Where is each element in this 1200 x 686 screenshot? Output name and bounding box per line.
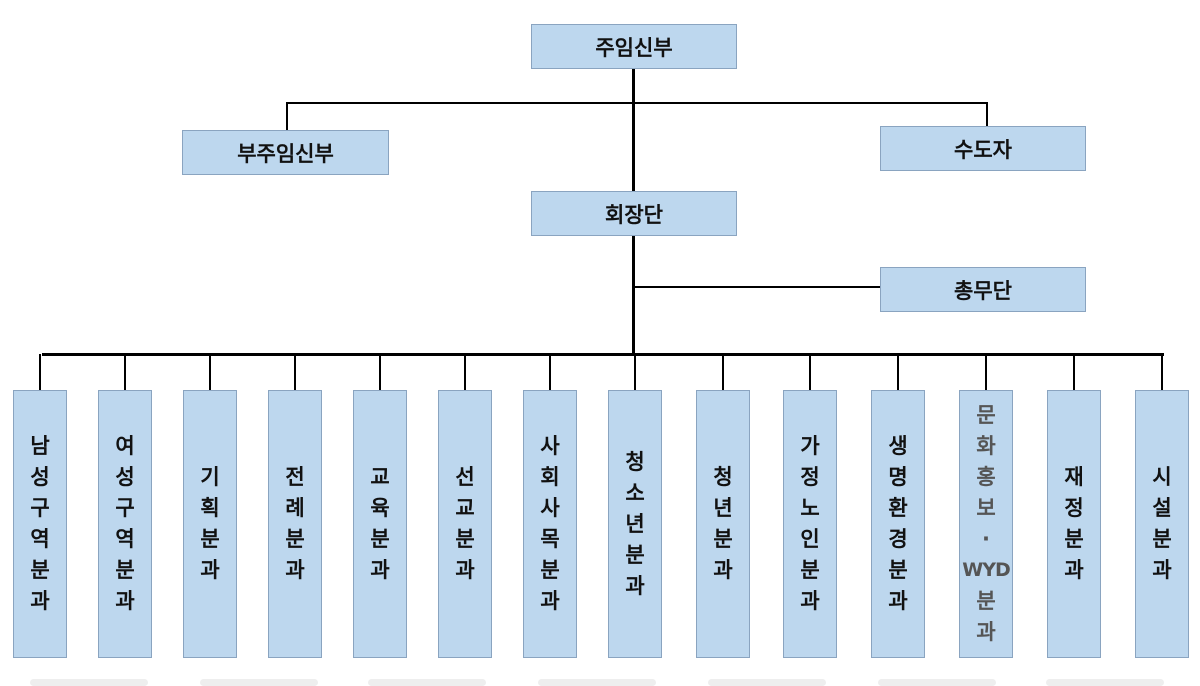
bottom-shadow xyxy=(538,679,656,686)
bottom-shadow xyxy=(200,679,318,686)
connector-department-drop xyxy=(897,354,899,390)
religious-box: 수도자 xyxy=(880,126,1086,171)
connector-department-drop xyxy=(124,354,126,390)
connector-department-drop xyxy=(634,354,636,390)
connector-department-drop xyxy=(39,354,41,390)
council-label: 회장단 xyxy=(605,202,663,227)
connector-council-to-bus xyxy=(632,235,635,355)
connector-department-drop xyxy=(549,354,551,390)
connector-department-drop xyxy=(1161,354,1163,390)
connector-head-to-council xyxy=(632,68,635,193)
connector-religious-drop xyxy=(986,102,988,127)
general-affairs-box: 총무단 xyxy=(880,267,1086,312)
bottom-shadow xyxy=(878,679,996,686)
connector-department-drop xyxy=(985,354,987,390)
assistant-priest-box: 부주임신부 xyxy=(182,130,389,175)
connector-department-bus xyxy=(42,353,1164,356)
bottom-shadow xyxy=(368,679,486,686)
bottom-shadow xyxy=(708,679,826,686)
connector-department-drop xyxy=(379,354,381,390)
connector-department-drop xyxy=(722,354,724,390)
bottom-shadow xyxy=(1046,679,1164,686)
connector-assistant-drop xyxy=(286,102,288,130)
religious-label: 수도자 xyxy=(954,137,1012,162)
bottom-shadow xyxy=(30,679,148,686)
connector-general-affairs xyxy=(633,286,881,288)
connector-top-horizontal xyxy=(286,102,988,104)
head-priest-label: 주임신부 xyxy=(595,35,673,60)
general-affairs-label: 총무단 xyxy=(954,278,1012,303)
assistant-priest-label: 부주임신부 xyxy=(237,141,334,166)
connector-department-drop xyxy=(464,354,466,390)
head-priest-box: 주임신부 xyxy=(531,24,737,69)
connector-department-drop xyxy=(294,354,296,390)
connector-department-drop xyxy=(1073,354,1075,390)
council-box: 회장단 xyxy=(531,191,737,236)
connector-department-drop xyxy=(809,354,811,390)
connector-department-drop xyxy=(209,354,211,390)
